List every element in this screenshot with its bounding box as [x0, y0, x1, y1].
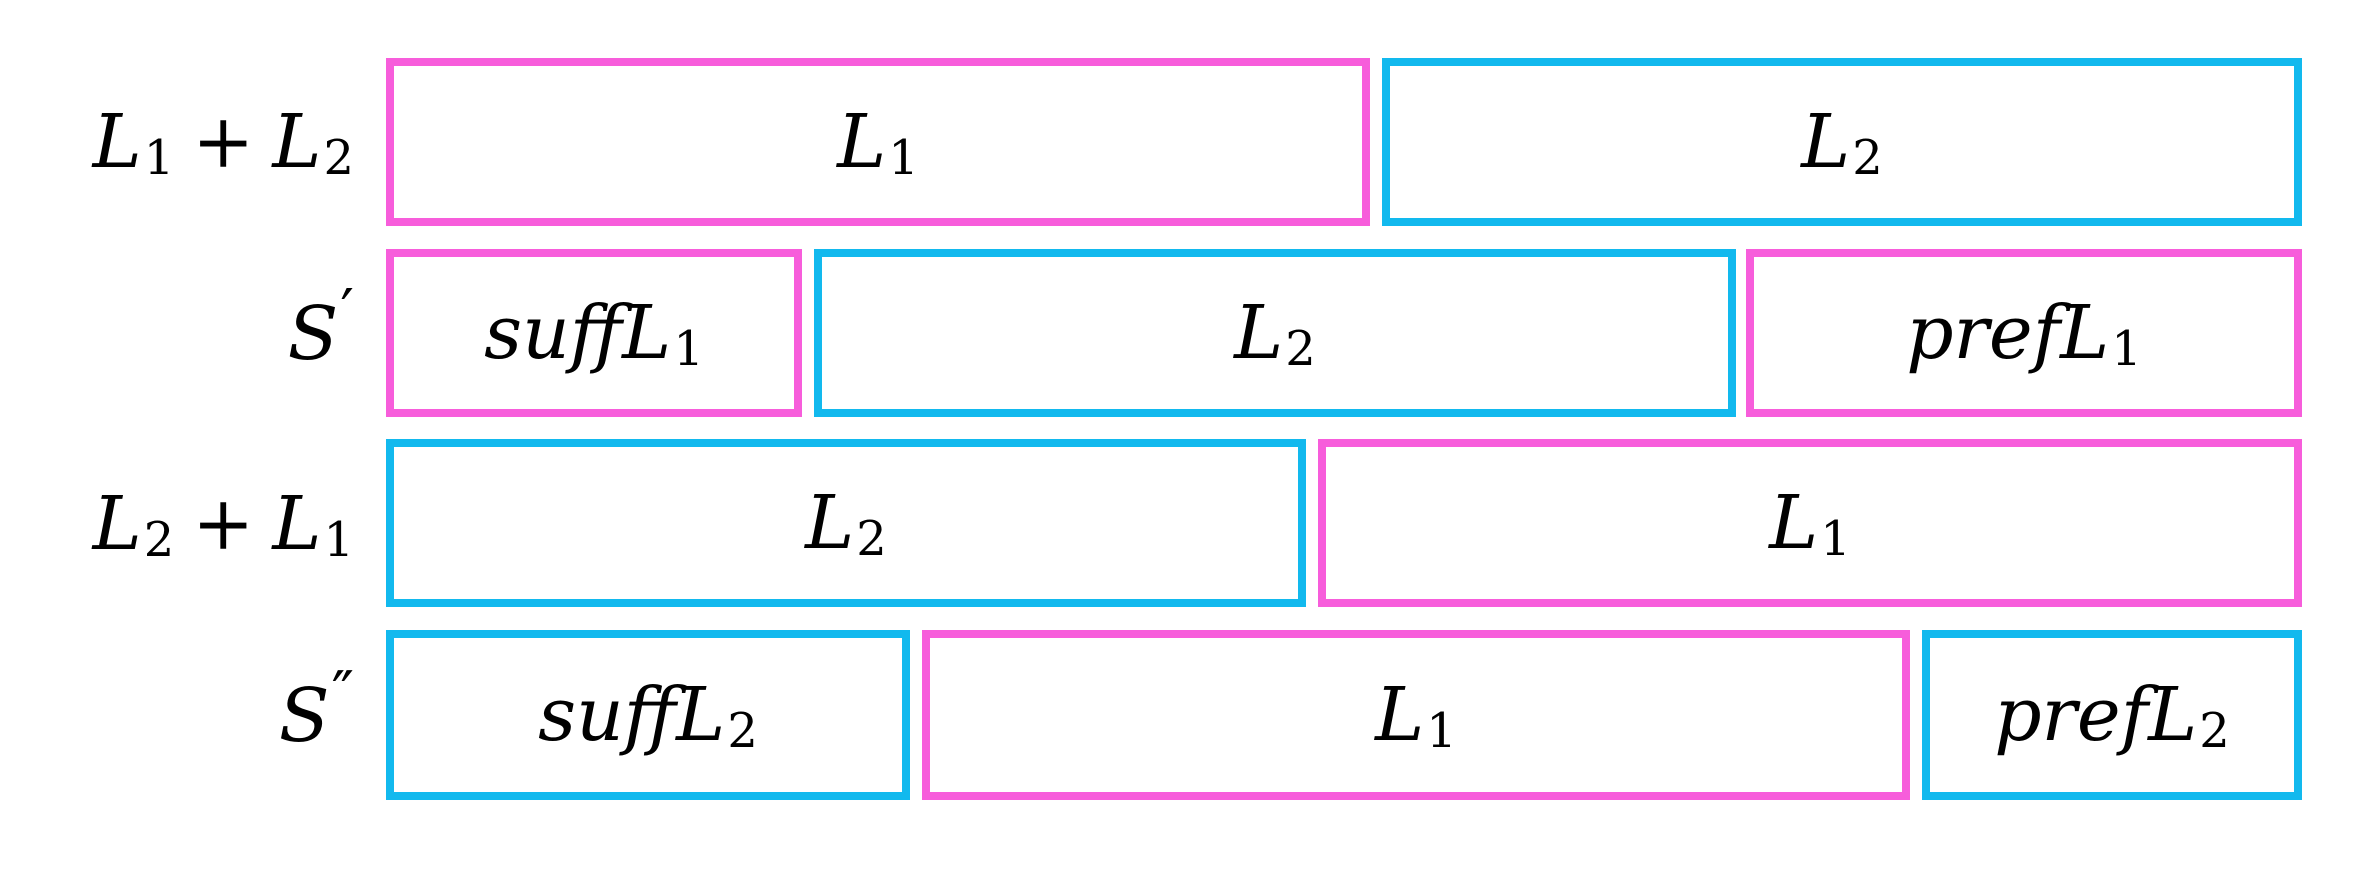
segment-text: L: [805, 480, 855, 566]
label-term-b-subscript: 1: [323, 512, 354, 568]
label-term-b-subscript: 2: [323, 130, 354, 186]
label-term-a-subscript: 2: [143, 512, 175, 568]
segment-subscript: 1: [1820, 511, 1851, 567]
row-label-s-prime: S′: [288, 252, 354, 416]
label-prime-mark: ″: [331, 659, 354, 729]
label-term-a: L: [92, 99, 142, 185]
row-label-s-double-prime: S″: [279, 634, 354, 798]
segment-text: prefL: [1906, 290, 2110, 376]
segment-text: suffL: [538, 672, 726, 758]
label-term-a: L: [92, 481, 142, 567]
segment-text: L: [1801, 99, 1851, 185]
segment-text: L: [1769, 480, 1819, 566]
segment-subscript: 1: [888, 130, 919, 186]
label-symbol: S: [278, 673, 330, 759]
segment-text: L: [1375, 672, 1425, 758]
segment-text: L: [837, 99, 887, 185]
segment-subscript: 2: [2199, 703, 2230, 759]
label-term-b: L: [272, 481, 322, 567]
segment-text: suffL: [484, 290, 672, 376]
label-plus-sign: +: [192, 99, 255, 185]
segment-text: prefL: [1994, 672, 2198, 758]
segment-text: L: [1234, 290, 1284, 376]
segment-subscript: 2: [727, 703, 758, 759]
segment-subscript: 2: [1852, 130, 1883, 186]
segment-subscript: 1: [673, 321, 704, 377]
label-prime-mark: ′: [340, 277, 354, 347]
label-plus-sign: +: [192, 481, 255, 567]
label-term-b: L: [272, 99, 322, 185]
segment-subscript: 2: [1285, 321, 1316, 377]
label-symbol: S: [287, 291, 339, 377]
segment-subscript: 1: [1426, 703, 1457, 759]
label-term-a-subscript: 1: [143, 130, 175, 186]
segment-subscript: 2: [856, 511, 887, 567]
segment-subscript: 1: [2111, 321, 2142, 377]
